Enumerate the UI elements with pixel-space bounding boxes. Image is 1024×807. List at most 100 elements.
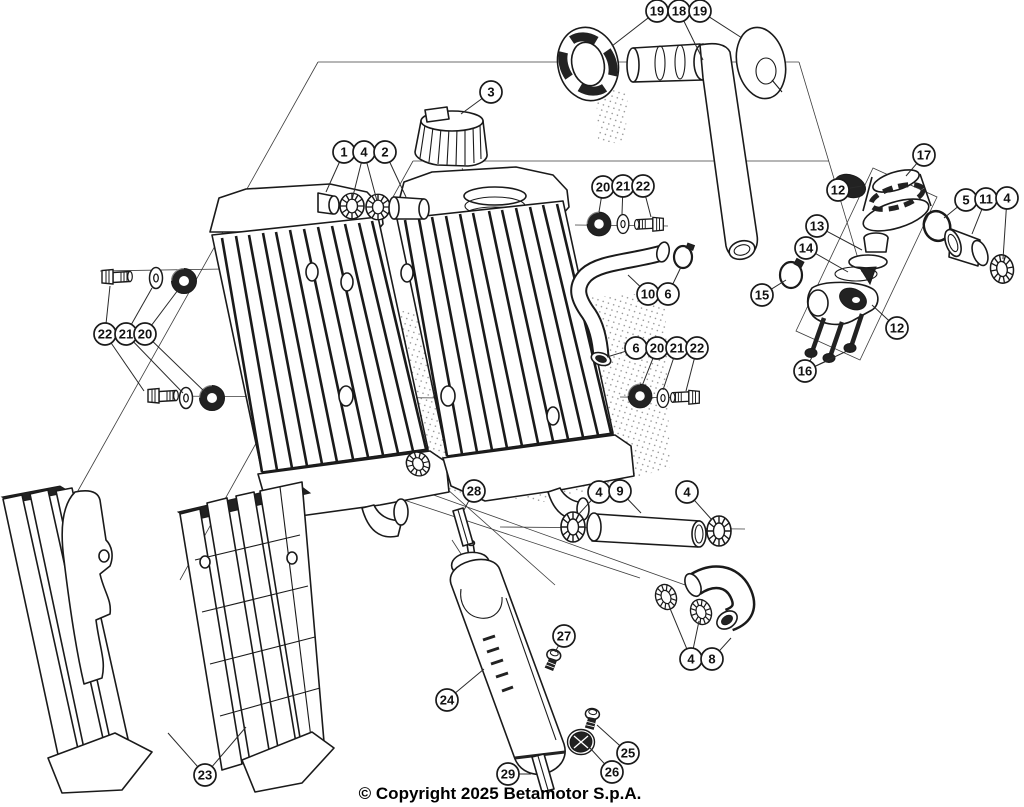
callout-circle-14[interactable] (794, 236, 818, 260)
callout-21[interactable]: 21 (611, 174, 635, 198)
callout-19[interactable]: 19 (688, 0, 712, 23)
leader-line-22 (105, 285, 111, 324)
callout-4[interactable]: 4 (675, 480, 699, 504)
callout-6[interactable]: 6 (624, 336, 648, 360)
callout-22[interactable]: 22 (93, 322, 117, 346)
callout-circle-19[interactable] (688, 0, 712, 23)
callout-19[interactable]: 19 (645, 0, 669, 23)
callout-3[interactable]: 3 (479, 80, 503, 104)
callout-number-20: 20 (596, 180, 610, 195)
callout-20[interactable]: 20 (133, 322, 157, 346)
callout-1[interactable]: 1 (332, 140, 356, 164)
callout-number-9: 9 (616, 484, 623, 499)
callout-number-10: 10 (641, 287, 655, 302)
callout-14[interactable]: 14 (794, 236, 818, 260)
callout-circle-24[interactable] (435, 688, 459, 712)
callout-29[interactable]: 29 (496, 762, 520, 786)
callout-number-28: 28 (467, 484, 481, 499)
hose-10 (570, 241, 696, 367)
callout-circle-26[interactable] (600, 760, 624, 784)
callout-12[interactable]: 12 (826, 178, 850, 202)
mount-set-left-lower (147, 384, 226, 412)
callout-circle-12[interactable] (885, 316, 909, 340)
callout-20[interactable]: 20 (645, 336, 669, 360)
callout-circle-25[interactable] (616, 741, 640, 765)
callout-17[interactable]: 17 (912, 143, 936, 167)
callout-circle-4[interactable] (995, 186, 1019, 210)
callout-circle-23[interactable] (193, 763, 217, 787)
callout-20[interactable]: 20 (591, 175, 615, 199)
callout-27[interactable]: 27 (552, 624, 576, 648)
leader-line-25 (596, 724, 621, 746)
callout-number-4: 4 (1003, 191, 1011, 206)
callout-22[interactable]: 22 (685, 336, 709, 360)
callout-11[interactable]: 11 (974, 187, 998, 211)
callout-number-12: 12 (890, 321, 904, 336)
leader-line-4 (692, 620, 700, 649)
mount-set-top-middle (586, 211, 664, 237)
callout-24[interactable]: 24 (435, 688, 459, 712)
leader-line-23 (167, 732, 199, 768)
callout-26[interactable]: 26 (600, 760, 624, 784)
callout-circle-3[interactable] (479, 80, 503, 104)
leader-line-17 (905, 163, 918, 177)
callout-28[interactable]: 28 (462, 479, 486, 503)
callout-circle-15[interactable] (750, 283, 774, 307)
radiator-guard-left (0, 485, 153, 794)
leader-line-21 (621, 196, 624, 215)
callout-circle-22[interactable] (631, 174, 655, 198)
callout-25[interactable]: 25 (616, 741, 640, 765)
callout-circle-27[interactable] (552, 624, 576, 648)
callout-21[interactable]: 21 (114, 322, 138, 346)
callout-13[interactable]: 13 (805, 214, 829, 238)
callout-4[interactable]: 4 (352, 140, 376, 164)
callout-22[interactable]: 22 (631, 174, 655, 198)
callout-circle-20[interactable] (133, 322, 157, 346)
callout-10[interactable]: 10 (636, 282, 660, 306)
thermostat-bolts (804, 313, 865, 363)
leader-line-6 (606, 350, 626, 358)
radiator-right (394, 166, 635, 521)
leader-line-28 (463, 500, 470, 511)
callout-circle-16[interactable] (793, 359, 817, 383)
callout-6[interactable]: 6 (656, 282, 680, 306)
callout-23[interactable]: 23 (193, 763, 217, 787)
callout-number-18: 18 (672, 4, 686, 19)
callout-circle-22[interactable] (685, 336, 709, 360)
callout-9[interactable]: 9 (608, 479, 632, 503)
callout-circle-12[interactable] (826, 178, 850, 202)
callout-2[interactable]: 2 (373, 140, 397, 164)
callout-circle-8[interactable] (700, 647, 724, 671)
callout-15[interactable]: 15 (750, 283, 774, 307)
callout-number-26: 26 (605, 765, 619, 780)
callout-21[interactable]: 21 (665, 336, 689, 360)
callout-4[interactable]: 4 (995, 186, 1019, 210)
callout-circle-29[interactable] (496, 762, 520, 786)
callout-circle-6[interactable] (656, 282, 680, 306)
recovery-tank (449, 507, 601, 793)
callout-circle-28[interactable] (462, 479, 486, 503)
leader-line-15 (771, 279, 787, 290)
callout-circle-4[interactable] (675, 480, 699, 504)
leader-line-20 (641, 358, 654, 387)
hose-clamp-15 (778, 257, 805, 290)
leader-line-8 (719, 637, 732, 652)
pipe-flange-left (556, 26, 620, 102)
callout-circle-13[interactable] (805, 214, 829, 238)
callout-12[interactable]: 12 (885, 316, 909, 340)
callout-circle-9[interactable] (608, 479, 632, 503)
callout-16[interactable]: 16 (793, 359, 817, 383)
callout-8[interactable]: 8 (700, 647, 724, 671)
callout-18[interactable]: 18 (667, 0, 691, 23)
callout-4[interactable]: 4 (587, 480, 611, 504)
callout-5[interactable]: 5 (954, 188, 978, 212)
callout-4[interactable]: 4 (679, 647, 703, 671)
callout-circle-2[interactable] (373, 140, 397, 164)
callout-number-16: 16 (798, 364, 812, 379)
leader-line-4 (1002, 208, 1007, 260)
copyright-notice: © Copyright 2025 Betamotor S.p.A. (358, 784, 642, 803)
leader-line-24 (455, 668, 485, 694)
callout-number-24: 24 (440, 693, 455, 708)
callout-circle-17[interactable] (912, 143, 936, 167)
callout-number-5: 5 (962, 193, 969, 208)
